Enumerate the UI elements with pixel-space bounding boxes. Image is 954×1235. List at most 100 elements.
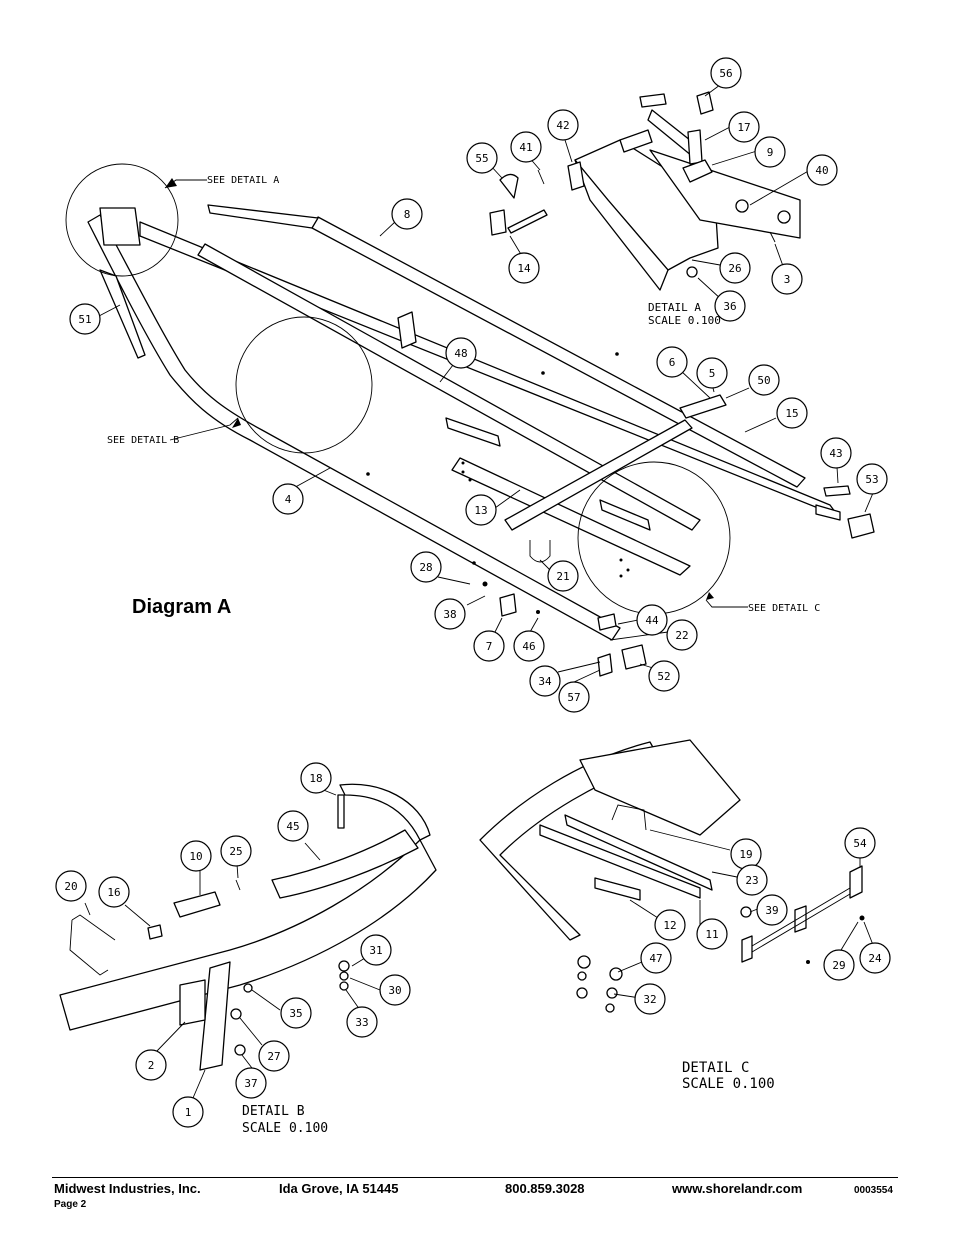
callout-44: 44 xyxy=(636,604,668,636)
callout-number: 8 xyxy=(404,208,411,221)
callout-balloon xyxy=(756,894,788,926)
bunk-board-b xyxy=(339,783,431,841)
bunk-bracket-mid xyxy=(445,417,501,447)
nut-27 xyxy=(230,1008,242,1020)
callout-48: 48 xyxy=(445,337,477,369)
callout-balloon xyxy=(736,864,768,896)
callout-balloon xyxy=(666,619,698,651)
callout-number: 18 xyxy=(309,772,322,785)
callout-balloon xyxy=(391,198,423,230)
callout-number: 47 xyxy=(649,952,662,965)
callout-balloon xyxy=(696,918,728,950)
callout-number: 9 xyxy=(767,146,774,159)
callout-balloon xyxy=(235,1067,267,1099)
callout-balloon xyxy=(513,630,545,662)
callout-24: 24 xyxy=(859,942,891,974)
bracket-54-a xyxy=(741,935,753,963)
callout-number: 57 xyxy=(567,691,580,704)
callout-50: 50 xyxy=(748,364,780,396)
callout-43: 43 xyxy=(820,437,852,469)
callout-3: 3 xyxy=(771,263,803,295)
washer-47a xyxy=(577,955,591,969)
footer-divider xyxy=(52,1177,898,1178)
callout-number: 4 xyxy=(285,493,292,506)
callout-number: 48 xyxy=(454,347,467,360)
callout-balloon xyxy=(180,840,212,872)
block-53 xyxy=(847,513,875,539)
callout-54: 54 xyxy=(844,827,876,859)
nut-39 xyxy=(740,906,752,918)
callout-balloon xyxy=(69,303,101,335)
callout-8: 8 xyxy=(391,198,423,230)
callout-number: 36 xyxy=(723,300,736,313)
pad-43 xyxy=(823,485,851,497)
nut-32b xyxy=(606,987,618,999)
callout-18: 18 xyxy=(300,762,332,794)
callout-56: 56 xyxy=(710,57,742,89)
bunk-bracket-12 xyxy=(539,824,701,899)
callout-number: 54 xyxy=(853,837,867,850)
detail-b-drawing xyxy=(59,783,437,1071)
callout-balloon xyxy=(465,494,497,526)
callout-39: 39 xyxy=(756,894,788,926)
handle-19 xyxy=(611,804,647,831)
bunk-bracket-11 xyxy=(564,814,713,891)
callout-number: 45 xyxy=(286,820,299,833)
bunk-bracket-rear xyxy=(599,499,651,531)
plate-14 xyxy=(489,209,507,236)
callout-42: 42 xyxy=(547,109,579,141)
detail-c-drawing xyxy=(479,739,865,1013)
callout-36: 36 xyxy=(714,290,746,322)
callout-number: 56 xyxy=(719,67,732,80)
callout-number: 53 xyxy=(865,473,878,486)
callout-46: 46 xyxy=(513,630,545,662)
nut-32d xyxy=(605,1003,615,1013)
callout-number: 17 xyxy=(737,121,750,134)
cross-member-rear xyxy=(504,419,693,531)
rear-end-cap xyxy=(815,504,841,521)
callout-number: 39 xyxy=(765,904,778,917)
clip-57 xyxy=(597,653,613,677)
callout-19: 19 xyxy=(730,838,762,870)
callout-number: 29 xyxy=(832,959,845,972)
guide-plate-51 xyxy=(99,269,146,359)
callout-balloon xyxy=(696,357,728,389)
callout-balloon xyxy=(856,463,888,495)
callout-balloon xyxy=(710,57,742,89)
callout-number: 1 xyxy=(185,1106,192,1119)
callout-balloon xyxy=(55,870,87,902)
callout-37: 37 xyxy=(235,1067,267,1099)
callout-number: 7 xyxy=(486,640,493,653)
callout-number: 2 xyxy=(148,1059,155,1072)
bunk-board-48 xyxy=(197,243,701,531)
detail-b-scale: SCALE 0.100 xyxy=(242,1121,328,1136)
washer-47b xyxy=(609,967,623,981)
callout-15: 15 xyxy=(776,397,808,429)
callout-47: 47 xyxy=(640,942,672,974)
callout-number: 22 xyxy=(675,629,688,642)
detail-c-title: DETAIL C xyxy=(682,1060,749,1076)
callout-33: 33 xyxy=(346,1006,378,1038)
bracket-2 xyxy=(179,979,206,1026)
nut-32c xyxy=(577,971,587,981)
callout-number: 31 xyxy=(369,944,382,957)
callout-balloon xyxy=(776,397,808,429)
callout-number: 28 xyxy=(419,561,432,574)
nut-37 xyxy=(234,1044,246,1056)
bracket-54-rail xyxy=(751,887,851,953)
washer-40 xyxy=(735,199,749,213)
callout-number: 55 xyxy=(475,152,488,165)
footer-doc-number: 0003554 xyxy=(854,1185,893,1196)
bolt-16 xyxy=(147,924,163,940)
callout-5: 5 xyxy=(696,357,728,389)
callout-balloon xyxy=(135,1049,167,1081)
callout-balloon xyxy=(300,762,332,794)
block-52 xyxy=(621,644,647,670)
bracket-44 xyxy=(597,613,617,631)
callout-number: 32 xyxy=(643,993,656,1006)
winch-post-main xyxy=(99,207,141,246)
callout-balloon xyxy=(648,660,680,692)
clip-9 xyxy=(682,159,713,183)
